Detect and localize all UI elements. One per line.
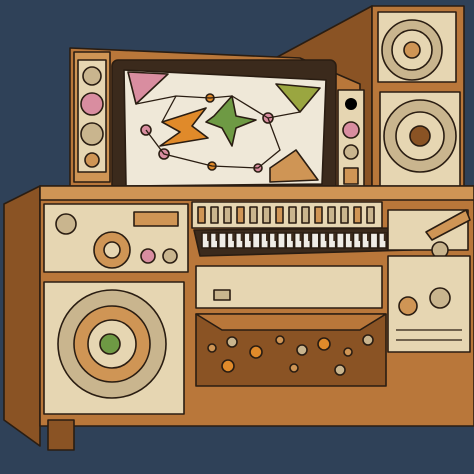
- loose-part: [249, 345, 263, 359]
- slider: [210, 206, 219, 224]
- control-panel-left: [43, 203, 189, 273]
- storage-cavity: [195, 265, 387, 387]
- gauge: [343, 144, 359, 160]
- loose-part: [275, 335, 285, 345]
- screen: [111, 59, 337, 195]
- slider: [262, 206, 271, 224]
- meter-strip: [191, 201, 383, 229]
- slider: [353, 206, 362, 224]
- keyboard-key: [276, 232, 286, 249]
- knob: [84, 152, 100, 168]
- loose-part: [221, 359, 235, 373]
- keyboard-key: [310, 232, 320, 249]
- loose-part: [289, 363, 299, 373]
- loose-part: [207, 343, 217, 353]
- knob: [140, 248, 156, 264]
- speaker-mid-right: [383, 99, 457, 173]
- gauge: [342, 121, 360, 139]
- slider: [275, 206, 284, 224]
- loose-part: [296, 344, 308, 356]
- screen-art: [127, 71, 321, 183]
- knob: [162, 248, 178, 264]
- slider: [288, 206, 297, 224]
- slider: [340, 206, 349, 224]
- knob: [82, 66, 102, 86]
- loose-part: [334, 364, 346, 376]
- left-column-controls: [80, 66, 104, 168]
- slider: [301, 206, 310, 224]
- knob: [80, 92, 104, 116]
- loose-part: [317, 337, 331, 351]
- speaker-top-right: [381, 19, 443, 81]
- keyboard-key: [369, 232, 379, 249]
- slider: [366, 206, 375, 224]
- speaker-lower-left: [43, 281, 185, 415]
- right-column-controls: [342, 98, 360, 185]
- gauge: [345, 98, 357, 110]
- knob: [80, 122, 104, 146]
- loose-part: [362, 334, 374, 346]
- slider: [236, 206, 245, 224]
- slider: [314, 206, 323, 224]
- knob: [429, 287, 451, 309]
- slider: [249, 206, 258, 224]
- control-panel-right: [387, 209, 471, 353]
- loose-part: [343, 347, 353, 357]
- loose-part: [226, 336, 238, 348]
- dial: [55, 213, 77, 235]
- slider: [223, 206, 232, 224]
- slider: [197, 206, 206, 224]
- keyboard-key: [335, 232, 345, 249]
- slider: [327, 206, 336, 224]
- keyboard-key: [251, 232, 261, 249]
- keyboard-key: [218, 232, 228, 249]
- knob: [398, 296, 418, 316]
